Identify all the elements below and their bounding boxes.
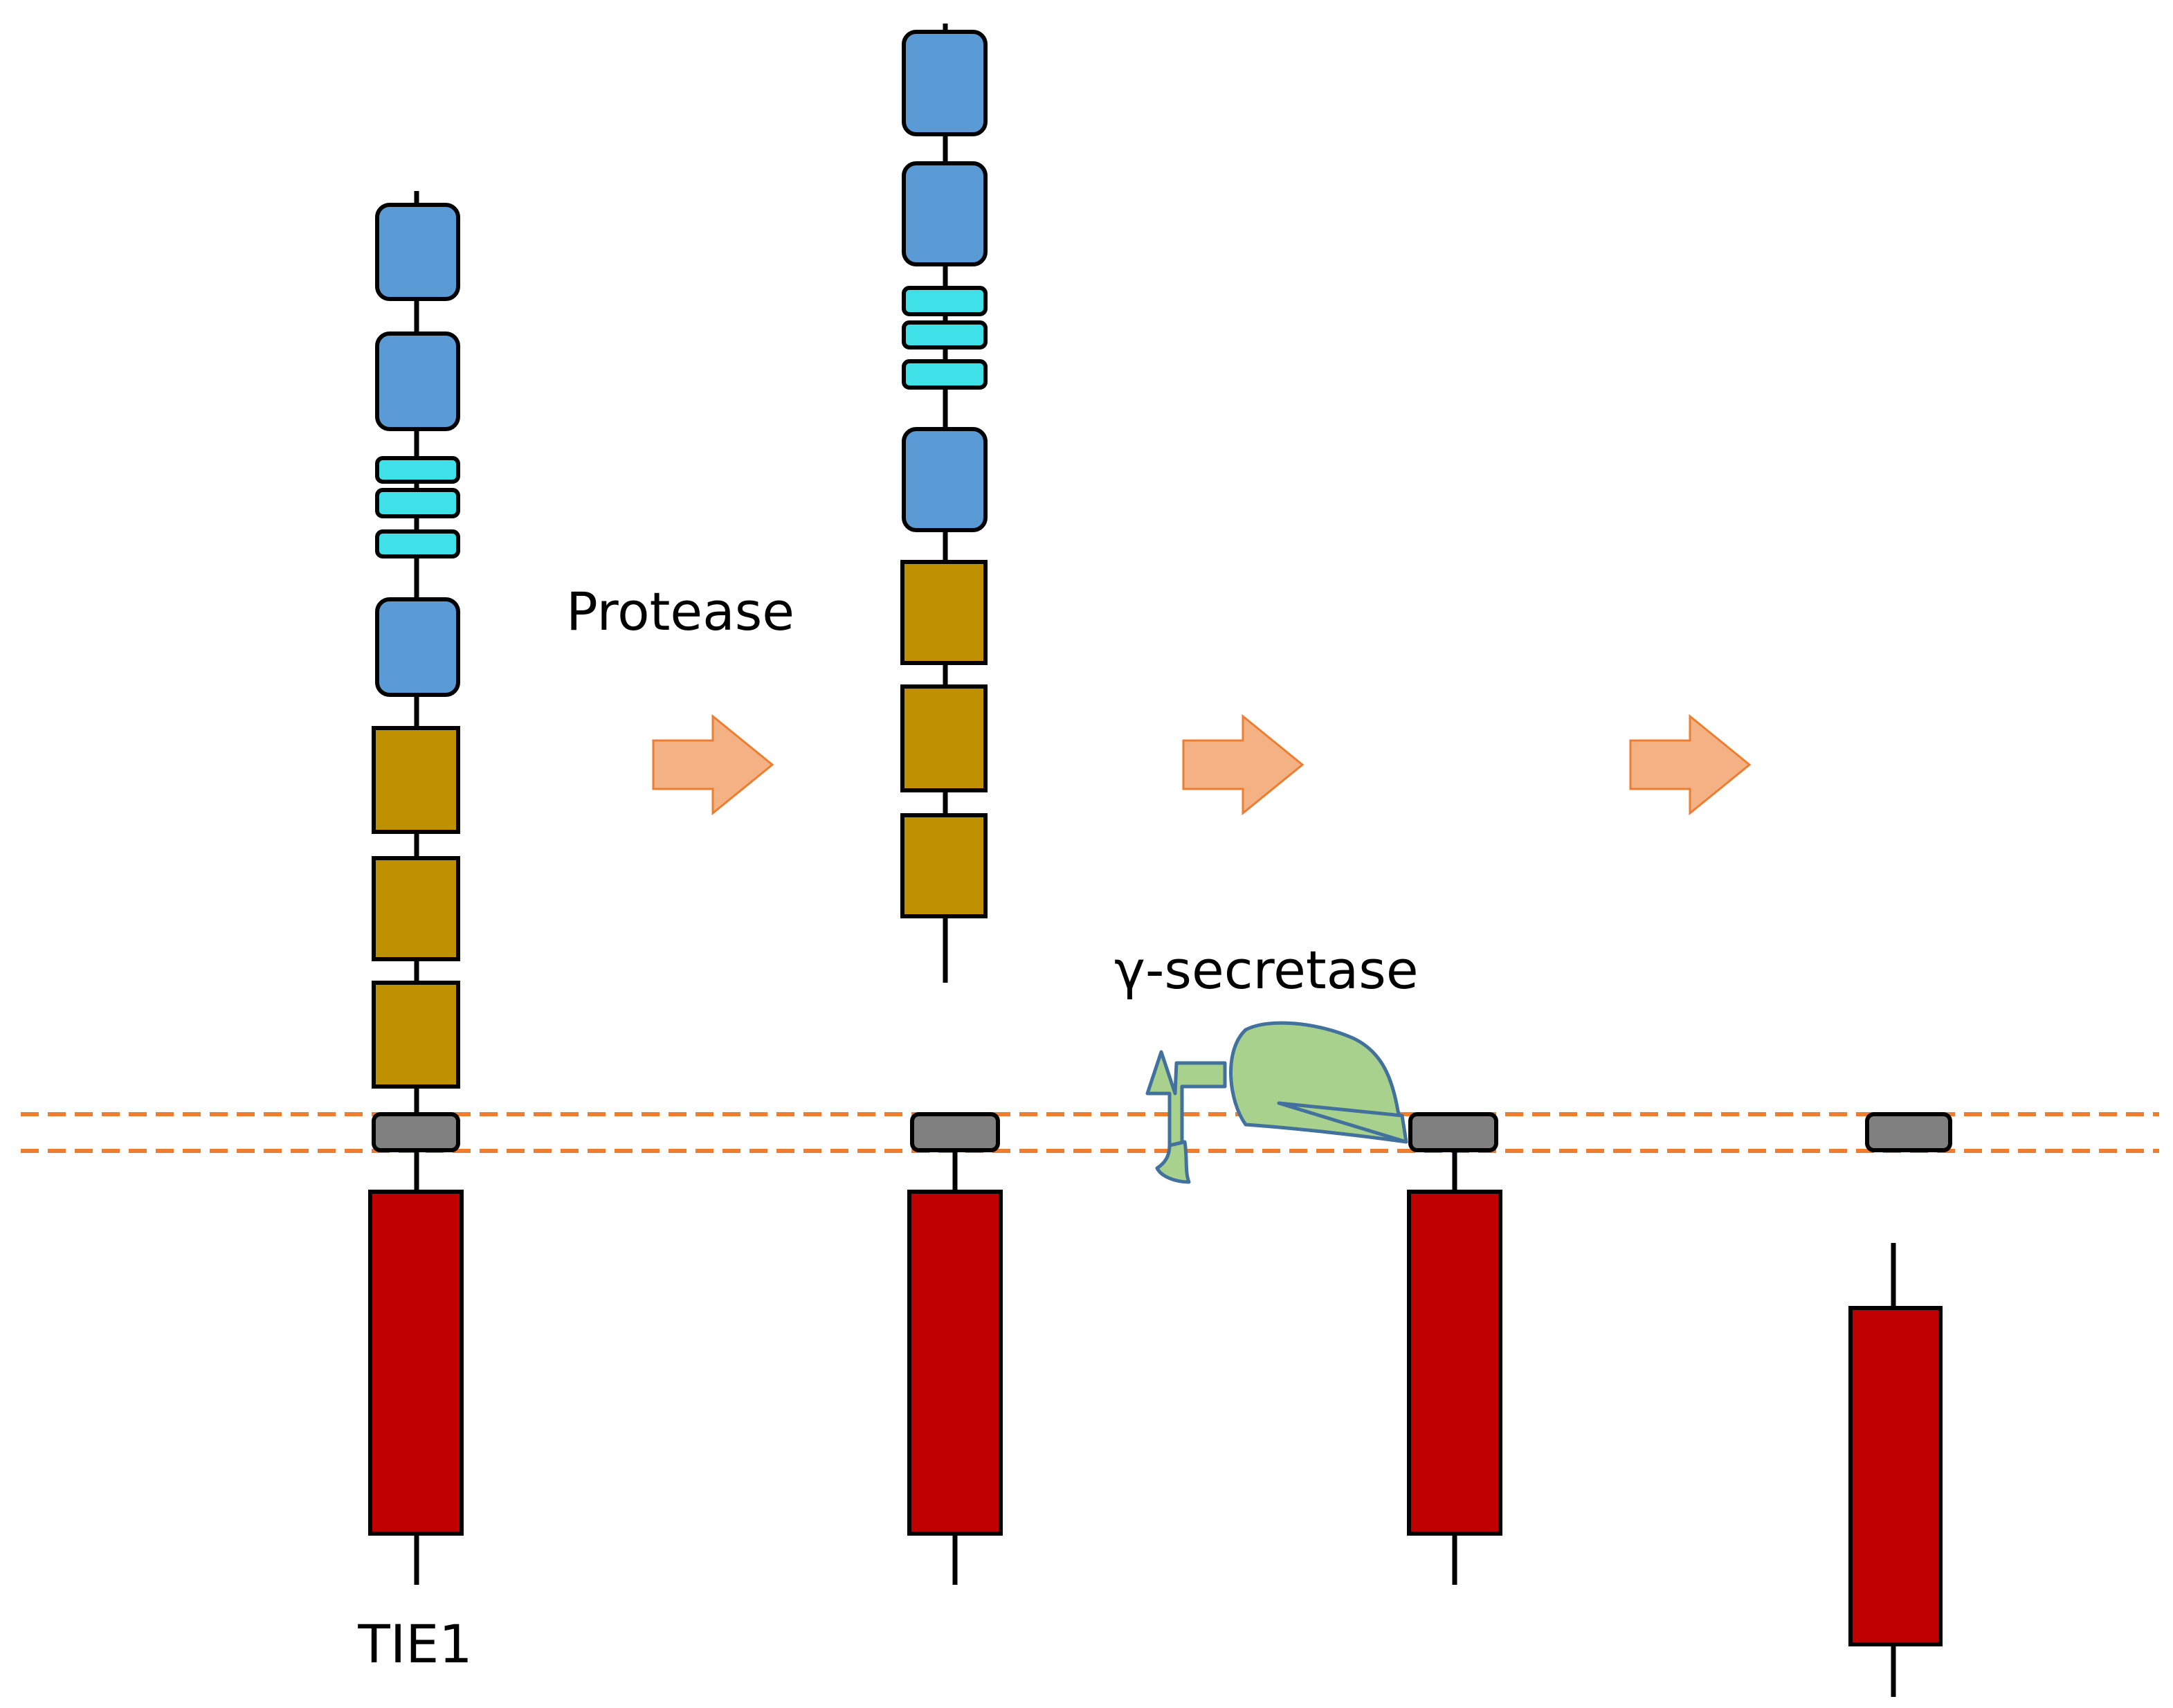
ig-domain xyxy=(375,203,460,301)
right-arrow-icon xyxy=(1182,714,1304,816)
kinase-domain xyxy=(368,1190,464,1536)
fn3-domain xyxy=(900,684,988,792)
stage-secretase-bound xyxy=(1407,1112,1502,1585)
stage-icd-released xyxy=(1848,1112,1952,1697)
tie1-label: TIE1 xyxy=(357,1613,472,1675)
right-arrow-icon xyxy=(1629,714,1752,816)
step-arrows xyxy=(652,714,1752,816)
fn3-domain xyxy=(900,813,988,918)
stage-ectodomain-shed xyxy=(900,24,1003,1585)
transmembrane-segment xyxy=(1408,1112,1498,1152)
transmembrane-segment xyxy=(1865,1112,1952,1152)
kinase-domain xyxy=(1407,1190,1502,1536)
transmembrane-segment xyxy=(910,1112,1000,1152)
ig-domain xyxy=(902,161,988,266)
ig-domain xyxy=(375,597,460,697)
fn3-domain xyxy=(372,726,460,834)
gamma-secretase-cleft xyxy=(1277,1101,1408,1144)
egf-repeat xyxy=(375,488,460,518)
egf-repeat xyxy=(902,286,988,316)
cell-membrane xyxy=(21,1112,2159,1153)
gamma-secretase-icon xyxy=(1145,1021,1408,1184)
transmembrane-segment xyxy=(372,1112,460,1152)
egf-repeat xyxy=(375,456,460,484)
gamma-secretase-tail xyxy=(1155,1140,1191,1184)
egf-repeat xyxy=(375,529,460,558)
stage-full-length: TIE1 xyxy=(357,191,473,1675)
protease-label: Protease xyxy=(566,581,794,642)
fn3-domain xyxy=(372,981,460,1089)
gamma-secretase-up-arrow-icon xyxy=(1145,1050,1227,1147)
ig-domain xyxy=(902,30,988,136)
fn3-domain xyxy=(900,560,988,665)
kinase-domain xyxy=(907,1190,1003,1536)
kinase-domain xyxy=(1848,1306,1943,1646)
right-arrow-icon xyxy=(652,714,774,816)
egf-repeat xyxy=(902,359,988,390)
gamma-secretase-label: γ-secretase xyxy=(1114,939,1419,1001)
ig-domain xyxy=(902,427,988,532)
fn3-domain xyxy=(372,856,460,961)
ig-domain xyxy=(375,331,460,431)
egf-repeat xyxy=(902,320,988,349)
